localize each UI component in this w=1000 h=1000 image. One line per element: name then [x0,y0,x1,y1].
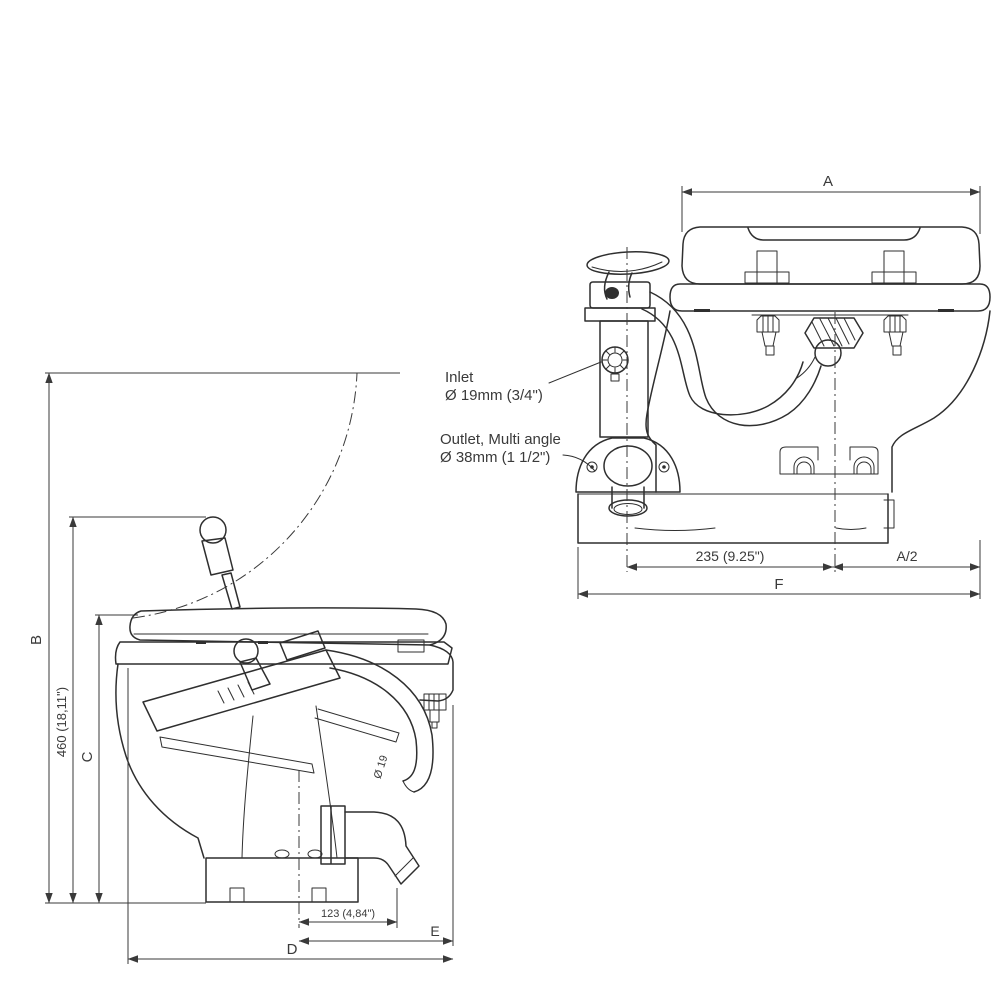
outlet-label-line2: Ø 38mm (1 1/2") [440,449,550,466]
side-base [205,849,359,903]
side-pump-handle-raised [199,516,241,610]
outlet-label-line1: Outlet, Multi angle [440,431,561,448]
side-view: B 460 (18,11") C [28,372,454,964]
dim-label-c: C [79,751,96,762]
dim-label-e: E [430,923,439,939]
front-bowl [645,310,991,493]
dim-label-o19: Ø 19 [372,754,391,780]
side-outlet-elbow [320,805,420,885]
inlet-tube [314,708,400,743]
side-hose [325,649,434,793]
side-lid [129,607,447,646]
front-base [577,312,895,575]
inlet-label-line2: Ø 19mm (3/4") [445,387,543,404]
front-pump [575,247,681,572]
front-hose [641,291,822,427]
dim-label-123: 123 (4,84") [321,908,375,920]
base-mounting-bolts [779,446,879,475]
front-seat [669,283,991,312]
handle-knob-rest [233,638,259,664]
handle-knob [199,516,227,544]
front-hose-nut [804,317,864,367]
dim-label-b: B [28,635,45,645]
dim-label-f: F [774,576,783,593]
pump-handle-knob [586,251,670,275]
outlet-annotation: Outlet, Multi angle Ø 38mm (1 1/2") [440,431,596,472]
dim-label-d: D [287,941,298,958]
side-bowl [115,663,338,859]
side-inlet-fitting [423,693,447,729]
side-tank-back [419,644,454,729]
front-right-fitting [883,315,907,356]
dim-label-460: 460 (18,11") [54,687,69,757]
front-left-fitting [756,315,780,356]
inlet-leader-line [548,361,602,384]
side-pump: Ø 19 [142,630,400,780]
dim-label-a: A [823,173,833,190]
dim-label-a2: A/2 [896,548,917,564]
pump-inlet-fitting [601,346,629,382]
dim-label-235: 235 (9.25") [696,548,765,564]
outlet-leader-line [562,454,596,472]
side-seat [114,639,453,665]
pump-outlet-flange [575,437,681,493]
inlet-annotation: Inlet Ø 19mm (3/4") [445,361,602,404]
front-view: A [440,173,991,599]
inlet-label-line1: Inlet [445,369,474,386]
pump-cylinder [599,320,649,438]
lid-swing-arc [132,372,358,619]
outlet-pipe [611,486,645,509]
front-lid [681,226,981,285]
